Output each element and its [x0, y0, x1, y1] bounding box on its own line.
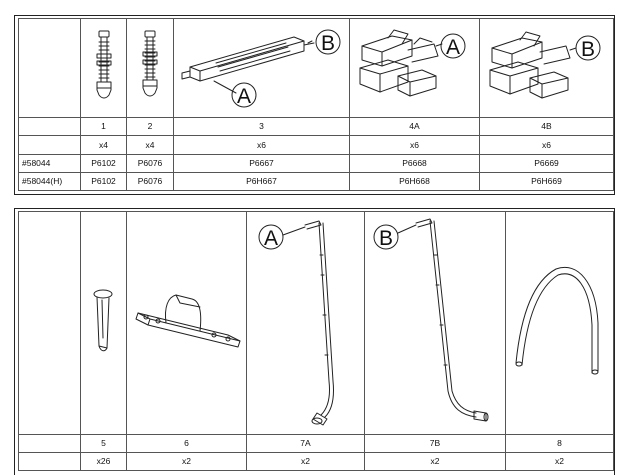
part-1-image — [80, 18, 127, 118]
part-quantity: x6 — [173, 135, 350, 155]
model-label: #58044 — [18, 154, 81, 173]
part-quantity: x6 — [479, 135, 614, 155]
curved-tube-icon — [515, 266, 598, 375]
part-code: P6076 — [126, 154, 174, 173]
bolt-with-nut-icon — [96, 30, 111, 99]
part-5-image — [80, 211, 127, 435]
parts-table-2-frame — [14, 208, 615, 475]
part-4a-image: A — [349, 18, 480, 118]
part-code: P6102 — [80, 154, 127, 173]
model-58044h-row: #58044(H) P6102 P6076 P6H667 P6H668 P6H6… — [18, 172, 614, 191]
frame-pole-a-icon: A — [258, 220, 334, 426]
part-quantity: x2 — [126, 452, 247, 471]
parts-table-1-frame — [14, 15, 615, 195]
part-quantity: x2 — [246, 452, 365, 471]
part-number-row: 1 2 3 4A 4B — [18, 117, 614, 136]
part-code: P6H667 — [173, 172, 350, 191]
part-number: 1 — [80, 117, 127, 136]
part-7a-image: A — [246, 211, 365, 435]
part-number: 6 — [126, 434, 247, 453]
mounting-bracket-icon — [135, 294, 240, 348]
quantity-row: x26 x2 x2 x2 x2 — [18, 452, 614, 471]
clamp-block-a-icon: A — [359, 29, 465, 97]
part-code: P6102 — [80, 172, 127, 191]
parts-image-row: A B — [18, 211, 614, 435]
part-number: 7A — [246, 434, 365, 453]
part-quantity: x4 — [126, 135, 174, 155]
callout-b-label: B — [581, 38, 595, 61]
clamp-block-b-icon: B — [489, 31, 600, 99]
part-4b-image: B — [479, 18, 614, 118]
part-code: P6667 — [173, 154, 350, 173]
callout-a-label: A — [237, 85, 251, 108]
callout-b-label: B — [321, 32, 335, 55]
spring-pin-icon — [93, 289, 112, 352]
part-6-image — [126, 211, 247, 435]
part-2-image — [126, 18, 174, 118]
part-7b-image: B — [364, 211, 506, 435]
part-number: 3 — [173, 117, 350, 136]
parts-table-2: A B — [18, 211, 614, 471]
part-quantity: x26 — [80, 452, 127, 471]
part-code: P6H669 — [479, 172, 614, 191]
part-code: P6668 — [349, 154, 480, 173]
empty-cell — [18, 434, 81, 453]
callout-a-label: A — [446, 36, 460, 59]
part-quantity: x2 — [364, 452, 506, 471]
callout-a-label: A — [264, 227, 278, 250]
parts-table-1: B A A — [18, 18, 614, 191]
part-number: 4B — [479, 117, 614, 136]
empty-header-cell — [18, 211, 81, 435]
part-number-row: 5 6 7A 7B 8 — [18, 434, 614, 453]
part-number: 5 — [80, 434, 127, 453]
parts-image-row: B A A — [18, 18, 614, 118]
part-code: P6669 — [479, 154, 614, 173]
empty-cell — [18, 117, 81, 136]
quantity-row: x4 x4 x6 x6 x6 — [18, 135, 614, 155]
bolt-with-nut-icon — [142, 30, 158, 97]
frame-pole-b-icon: B — [373, 218, 489, 422]
callout-b-label: B — [379, 227, 393, 250]
part-code: P6H668 — [349, 172, 480, 191]
part-quantity: x2 — [505, 452, 614, 471]
model-58044-row: #58044 P6102 P6076 P6667 P6668 P6669 — [18, 154, 614, 173]
part-8-image — [505, 211, 614, 435]
part-number: 7B — [364, 434, 506, 453]
part-number: 8 — [505, 434, 614, 453]
part-quantity: x4 — [80, 135, 127, 155]
part-code: P6076 — [126, 172, 174, 191]
part-number: 2 — [126, 117, 174, 136]
part-number: 4A — [349, 117, 480, 136]
empty-header-cell — [18, 18, 81, 118]
empty-cell — [18, 135, 81, 155]
empty-cell — [18, 452, 81, 471]
part-3-image: B A — [173, 18, 350, 118]
model-label: #58044(H) — [18, 172, 81, 191]
part-quantity: x6 — [349, 135, 480, 155]
clip-bar-icon: B A — [181, 29, 340, 108]
